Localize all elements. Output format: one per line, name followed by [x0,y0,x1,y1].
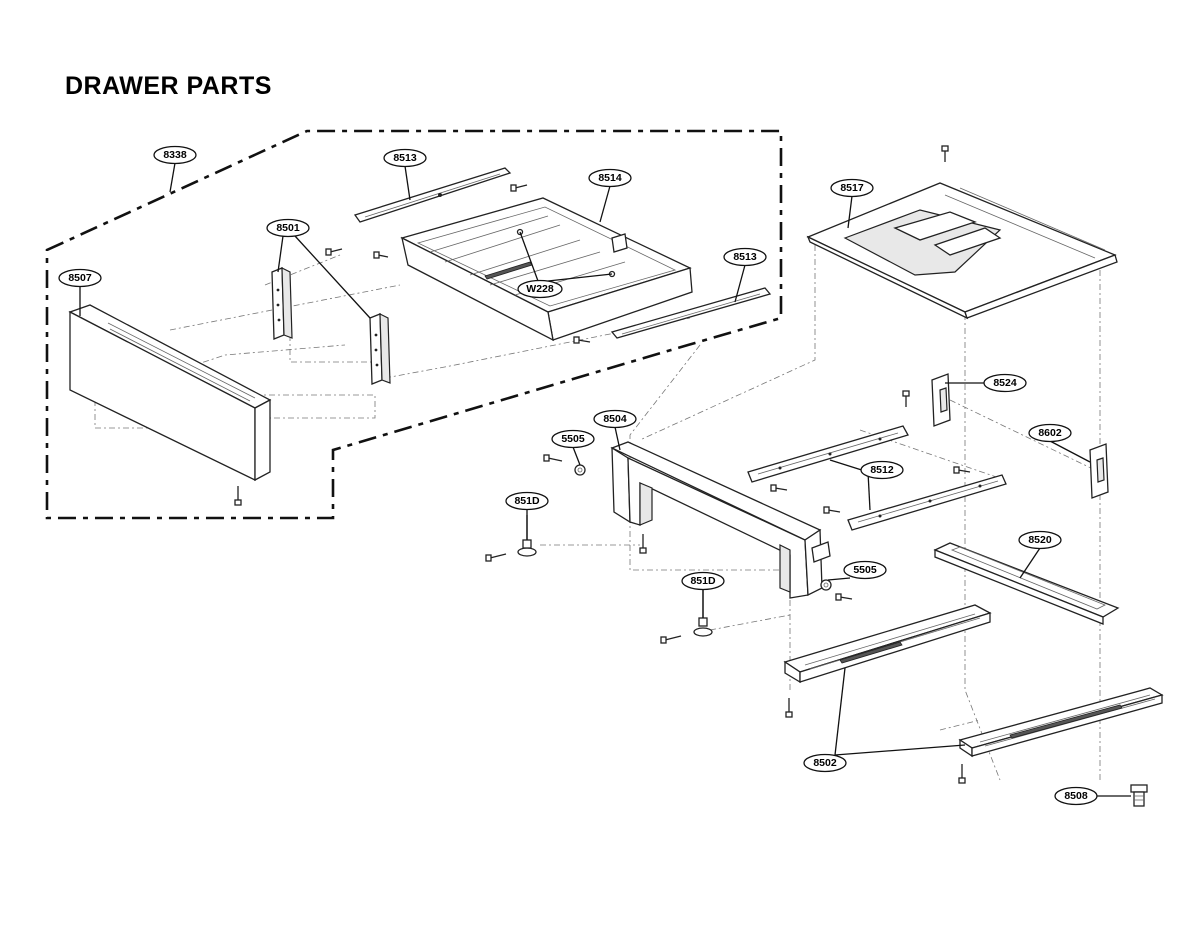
leveling-foot-right [660,590,713,644]
side-bracket-right [369,313,391,385]
callout-8513-lower: 8513 [723,247,767,267]
drawer-rail-lower [610,287,772,339]
svg-text:8514: 8514 [598,172,622,184]
svg-text:8513: 8513 [393,152,417,164]
callout-5505-left: 5505 [551,429,595,449]
svg-text:5505: 5505 [853,564,877,576]
nut-left [574,464,586,476]
svg-text:8504: 8504 [603,413,627,425]
leveling-foot-left [485,515,537,562]
callout-8517: 8517 [830,178,874,198]
drawer-bin [400,197,693,342]
leader-lines [79,162,1131,797]
callout-8338: 8338 [153,145,197,165]
screws-base [785,698,966,784]
slide-rail-upper [747,425,909,483]
screws-rails [770,466,971,514]
callout-8513-upper: 8513 [383,148,427,168]
callout-8507: 8507 [58,268,102,288]
callout-8502: 8502 [803,753,847,773]
svg-text:8602: 8602 [1038,427,1062,439]
leveling-bolt [1130,784,1148,807]
svg-text:8524: 8524 [993,377,1017,389]
callout-8524: 8524 [983,373,1027,393]
callout-8602: 8602 [1028,423,1072,443]
svg-text:W228: W228 [526,283,554,295]
callout-8514: 8514 [588,168,632,188]
nut-right [820,579,832,591]
top-cover-plate [806,182,1118,320]
svg-text:8513: 8513 [733,251,757,263]
svg-text:851D: 851D [514,495,540,507]
callout-W228: W228 [517,279,563,299]
callout-851D-right: 851D [681,571,725,591]
front-frame [610,441,831,599]
screws-frame [543,454,853,601]
tray-channel [933,542,1120,625]
assembly-group-outline [45,129,783,520]
base-rail-right [958,687,1164,758]
svg-text:8501: 8501 [276,222,300,234]
bracket-8602 [1089,443,1109,499]
callout-8508: 8508 [1054,786,1098,806]
svg-text:8338: 8338 [163,149,187,161]
drawer-front-panel [68,304,272,482]
svg-text:8508: 8508 [1064,790,1088,802]
callout-851D-left: 851D [505,491,549,511]
callout-5505-right: 5505 [843,560,887,580]
callout-8504: 8504 [593,409,637,429]
svg-text:851D: 851D [690,575,716,587]
drawer-rail-upper [353,167,512,223]
svg-text:5505: 5505 [561,433,585,445]
bracket-8524 [931,373,951,427]
svg-text:8520: 8520 [1028,534,1052,546]
callout-8501: 8501 [266,218,310,238]
side-bracket-left [271,267,293,340]
slide-rail-lower [847,474,1007,531]
svg-text:8502: 8502 [813,757,837,769]
callout-8512: 8512 [860,460,904,480]
svg-text:8517: 8517 [840,182,864,194]
base-rail-left [783,604,992,684]
svg-text:8512: 8512 [870,464,894,476]
svg-text:8507: 8507 [68,272,92,284]
callout-8520: 8520 [1018,530,1062,550]
screws-group [234,145,949,506]
diagram-title: DRAWER PARTS [65,72,272,100]
